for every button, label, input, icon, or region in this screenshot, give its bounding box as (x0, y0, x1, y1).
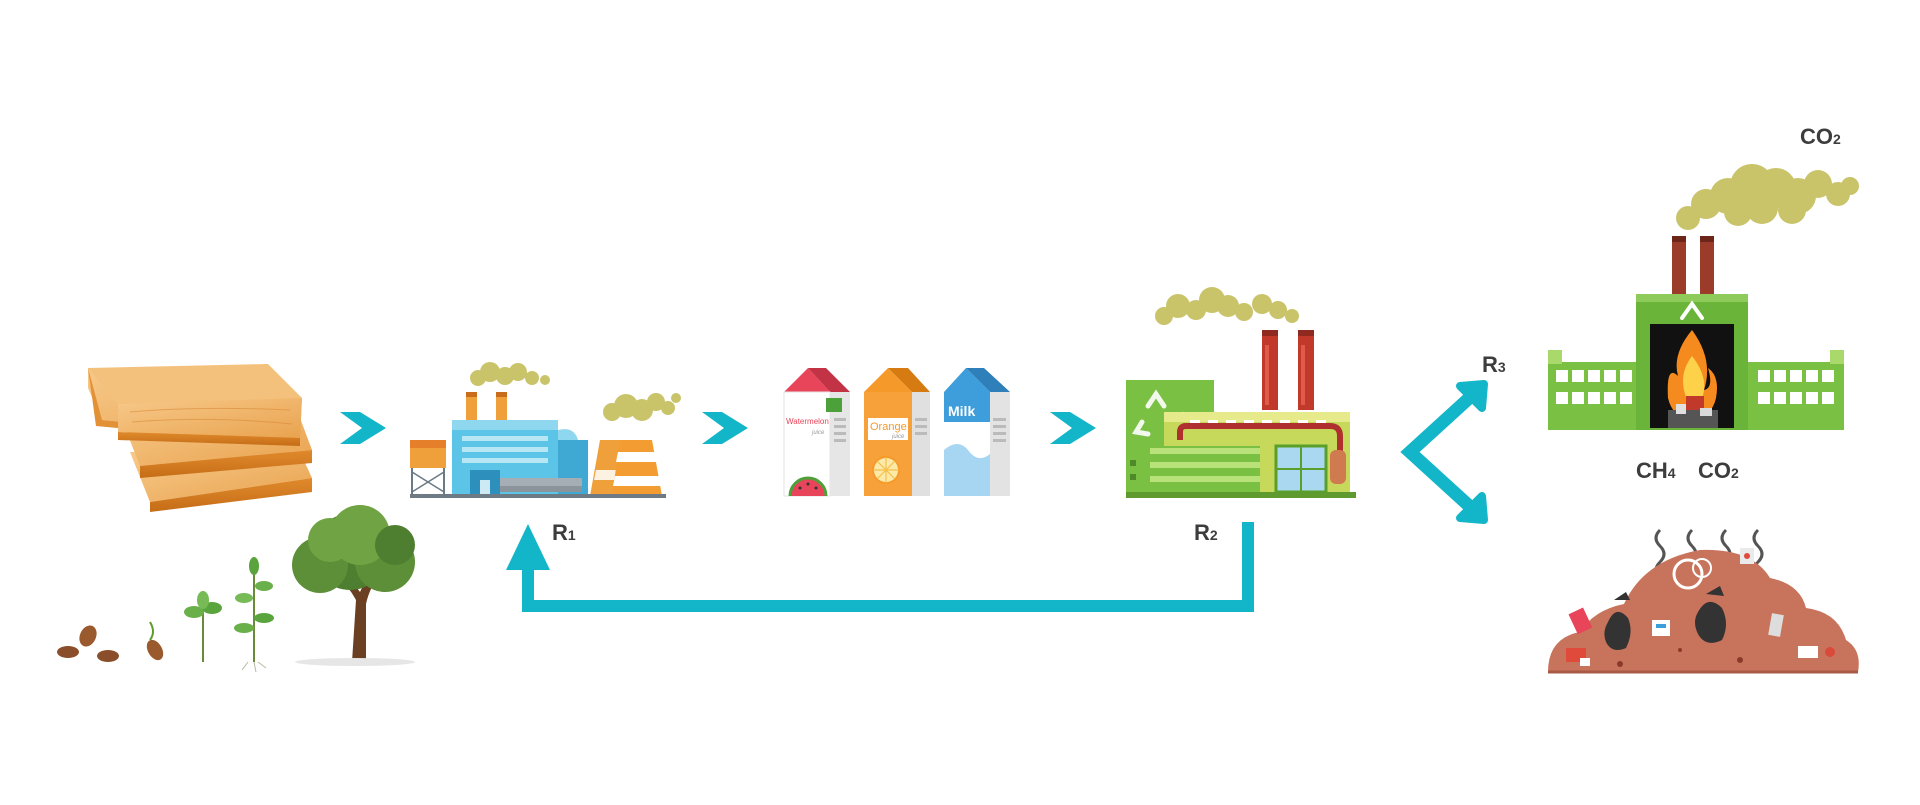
orange-carton: Orange juice (864, 368, 930, 496)
watermelon-juice-label: juice (811, 430, 825, 436)
orange-juice-label: juice (891, 434, 905, 440)
landfill-ch4-sub: 4 (1667, 465, 1676, 481)
orange-carton-label: Orange (870, 421, 907, 433)
route-label-r3: R3 (1482, 352, 1506, 378)
landfill-icon (1548, 528, 1859, 674)
route-label-r2-sub: 2 (1209, 527, 1218, 543)
flow-arrow-1 (340, 412, 386, 444)
flow-arrow-3 (1050, 412, 1096, 444)
paper-mill-factory-icon (410, 362, 681, 498)
milk-carton-label: Milk (948, 403, 975, 419)
route-label-r2-main: R (1194, 520, 1210, 545)
route-label-r3-main: R (1482, 352, 1498, 377)
landfill-co2-label: CO2 (1698, 458, 1739, 484)
route-label-r1: R1 (552, 520, 576, 546)
incineration-co2-main: CO (1800, 124, 1833, 149)
r3-split-arrows (1400, 380, 1488, 524)
route-label-r3-sub: 3 (1497, 359, 1506, 375)
landfill-ch4-label: CH4 (1636, 458, 1676, 484)
route-label-r1-main: R (552, 520, 568, 545)
wood-planks-icon (88, 364, 312, 512)
route-label-r1-sub: 1 (567, 527, 576, 543)
watermelon-carton-label: Watermelon (786, 417, 829, 426)
incineration-co2-label: CO2 (1800, 124, 1841, 150)
landfill-co2-sub: 2 (1731, 465, 1739, 481)
landfill-co2-main: CO (1698, 458, 1731, 483)
return-flow-arrow (506, 522, 1254, 612)
flow-arrow-2 (702, 412, 748, 444)
carton-packages-icon: Watermelon juice Orange juice (783, 368, 1010, 497)
watermelon-carton: Watermelon juice (783, 368, 850, 497)
landfill-ch4-main: CH (1636, 458, 1668, 483)
route-label-r2: R2 (1194, 520, 1218, 546)
milk-carton: Milk (944, 368, 1010, 496)
seed-to-tree-icon (57, 505, 415, 673)
recycling-factory-icon (1126, 287, 1356, 498)
incinerator-icon (1548, 164, 1859, 430)
incineration-co2-sub: 2 (1833, 131, 1841, 147)
